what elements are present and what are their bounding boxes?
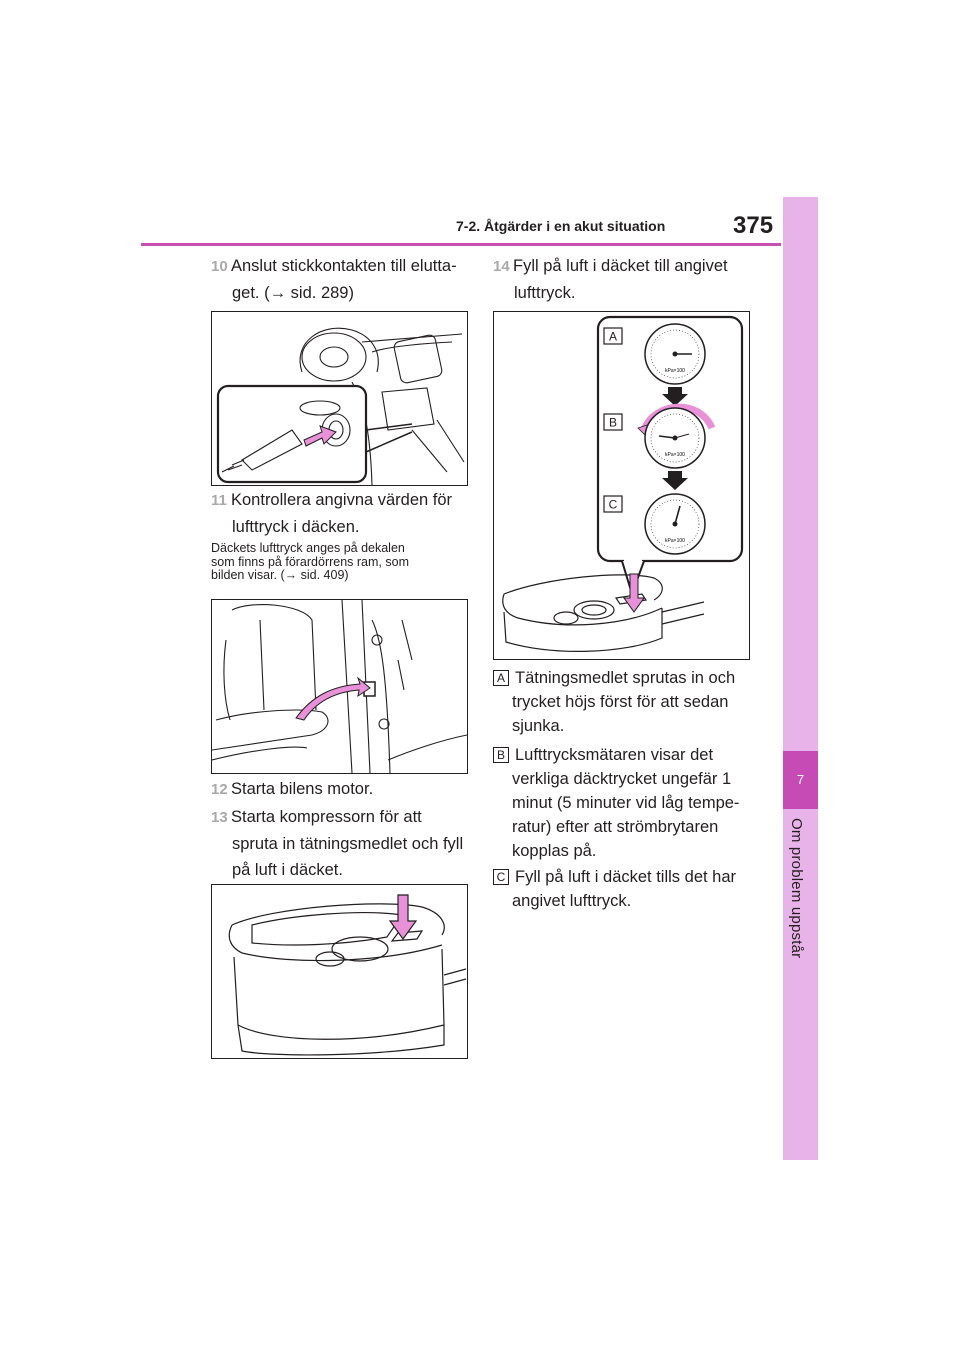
item-text-line: kopplas på.	[512, 842, 597, 860]
figure-label-a: A	[609, 330, 617, 344]
chapter-title: Om problem uppstår	[788, 818, 805, 959]
explanation-item-b: B Lufttrycksmätaren visar det verkliga dä…	[493, 743, 763, 863]
gauge-a: kPa×100	[644, 323, 706, 385]
figure-door-label	[211, 599, 468, 774]
step-text-line: get. (→ sid. 289)	[232, 284, 354, 302]
header-rule	[141, 243, 781, 246]
step-text-line: Kontrollera angivna värden för	[231, 491, 453, 509]
step-number: 14	[493, 258, 510, 275]
item-text-line: Fyll på luft i däcket tills det har	[515, 868, 737, 886]
letter-box: A	[493, 670, 509, 686]
gauge-unit: kPa×100	[665, 452, 685, 458]
gauge-b: kPa×100	[637, 403, 716, 469]
item-text-line: Lufttrycksmätaren visar det	[515, 746, 714, 764]
step-text-line: lufttryck.	[514, 284, 576, 302]
item-text-line: Tätningsmedlet sprutas in och	[515, 669, 736, 687]
down-arrow-icon	[662, 471, 688, 490]
figure-pressure-gauges: A B C kPa×100 kPa×100	[493, 311, 750, 660]
step-text-line: lufttryck i däcken.	[232, 518, 360, 536]
tire-pressure-note: Däckets lufttryck anges på dekalen som f…	[211, 541, 471, 583]
step-text-line: Starta kompressorn för att	[231, 808, 422, 826]
note-line: bilden visar. (→ sid. 409)	[211, 568, 349, 582]
step-text-line: på luft i däcket.	[232, 861, 343, 879]
figure-label-c: C	[609, 498, 618, 512]
item-text-line: minut (5 minuter vid låg tempe-	[512, 794, 740, 812]
gauge-unit: kPa×100	[665, 538, 685, 544]
chapter-tab-active	[783, 751, 818, 809]
step-number: 11	[211, 492, 227, 509]
down-arrow-icon	[662, 387, 688, 406]
step-text-line: Anslut stickkontakten till elutta-	[231, 257, 457, 275]
explanation-item-a: A Tätningsmedlet sprutas in och trycket h…	[493, 666, 763, 738]
note-line: Däckets lufttryck anges på dekalen	[211, 541, 405, 555]
explanation-item-c: C Fyll på luft i däcket tills det har ang…	[493, 865, 763, 913]
letter-box: B	[493, 747, 509, 763]
gauge-unit: kPa×100	[665, 368, 685, 374]
step-number: 13	[211, 809, 228, 826]
item-text-line: sjunka.	[512, 717, 565, 735]
item-text-line: angivet lufttryck.	[512, 892, 632, 910]
section-title: 7-2. Åtgärder i en akut situation	[456, 218, 666, 234]
item-text-line: ratur) efter att strömbrytaren	[512, 818, 719, 836]
chapter-number: 7	[796, 772, 805, 787]
figure-label-b: B	[609, 416, 617, 430]
letter-box: C	[493, 869, 509, 885]
step-number: 12	[211, 781, 228, 798]
step-text-line: Starta bilens motor.	[231, 780, 374, 798]
figure-compressor-switch	[211, 884, 468, 1059]
item-text-line: verkliga däcktrycket ungefär 1	[512, 770, 732, 788]
figure-power-socket	[211, 311, 468, 486]
item-text-line: trycket höjs först för att sedan	[512, 693, 729, 711]
step-text-line: Fyll på luft i däcket till angivet	[513, 257, 728, 275]
gauge-c: kPa×100	[644, 493, 706, 555]
step-number: 10	[211, 258, 228, 275]
chapter-side-tab	[783, 197, 818, 1160]
step-text-line: spruta in tätningsmedlet och fyll	[232, 835, 464, 853]
note-line: som finns på förardörrens ram, som	[211, 554, 409, 569]
page-number: 375	[733, 212, 774, 239]
